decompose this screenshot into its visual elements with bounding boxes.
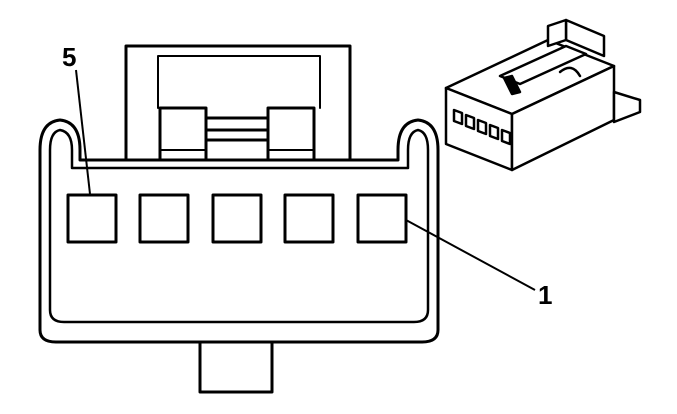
pin-label-1: 1 xyxy=(538,280,552,310)
iso-rear-flange xyxy=(612,90,642,124)
iso-pin-hole-5 xyxy=(500,128,512,146)
latch-rails xyxy=(204,116,270,142)
leader-line-pin-5 xyxy=(75,69,91,195)
pin-cavity-5 xyxy=(66,193,118,244)
iso-pin-hole-3 xyxy=(476,118,488,136)
housing-inner xyxy=(48,128,430,324)
iso-latch-slot xyxy=(558,66,582,78)
pin-label-5: 5 xyxy=(62,42,76,72)
connector-face-view xyxy=(38,44,440,394)
latch-inner xyxy=(157,55,321,109)
pin-cavity-2 xyxy=(283,193,335,244)
bottom-tab xyxy=(198,340,274,394)
pin-cavity-4 xyxy=(138,193,190,244)
iso-pin-hole-1 xyxy=(452,108,464,126)
iso-pin-hole-2 xyxy=(464,113,476,131)
leader-line-pin-1 xyxy=(405,219,536,291)
iso-latch-arm xyxy=(546,18,568,48)
pin-cavity-3 xyxy=(211,193,263,244)
iso-latch-ramp xyxy=(502,74,522,96)
connector-isometric-view xyxy=(444,18,642,172)
iso-pin-hole-4 xyxy=(488,123,500,141)
leader-lines xyxy=(75,69,536,291)
pin-cavity-1 xyxy=(356,193,408,244)
